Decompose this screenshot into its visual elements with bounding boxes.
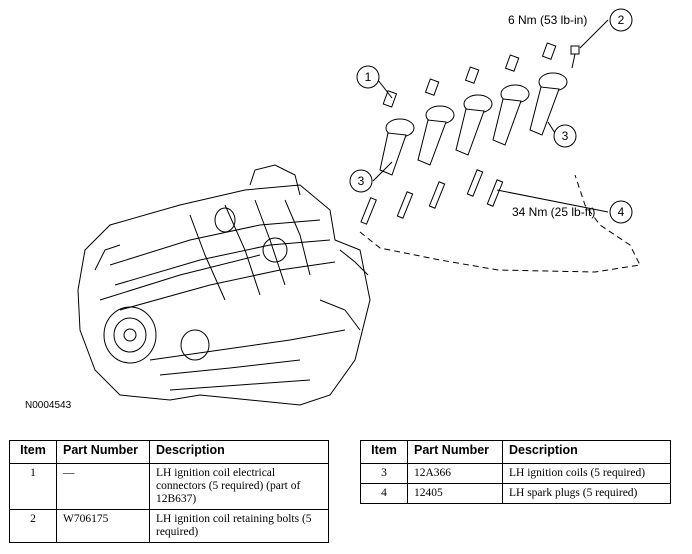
torque-label-plug: 34 Nm (25 lb-ft) [512, 205, 595, 219]
callout-2 [609, 8, 633, 32]
callout-4 [609, 200, 633, 224]
header-item: Item [9, 440, 57, 464]
table-row: 3 12A366 LH ignition coils (5 required) [360, 463, 671, 484]
description-cell: LH ignition coils (5 required) [502, 463, 671, 484]
figure-id: N0004543 [25, 400, 72, 411]
callout-1 [356, 65, 380, 89]
item-cell: 3 [360, 463, 408, 484]
parts-table-right: Item Part Number Description 3 12A366 LH… [360, 440, 671, 504]
part-number-cell: 12405 [407, 483, 503, 504]
ignition-coil-group [360, 42, 580, 225]
header-part-number: Part Number [56, 440, 150, 464]
ignition-coil [360, 90, 415, 225]
header-description: Description [502, 440, 671, 464]
header-part-number: Part Number [407, 440, 503, 464]
callout-circles [349, 8, 633, 224]
callout-number: 3 [562, 129, 569, 143]
engine-illustration [77, 164, 371, 406]
engine-diagram: 1 2 3 3 4 6 Nm (53 lb-in) 34 Nm (25 lb-f… [77, 8, 641, 406]
description-cell: LH ignition coil electrical connectors (… [149, 463, 329, 510]
header-description: Description [149, 440, 329, 464]
wiring-harness-path [359, 174, 641, 273]
coil-retaining-bolt [570, 45, 580, 69]
part-number-cell: 12A366 [407, 463, 503, 484]
description-cell: LH spark plugs (5 required) [502, 483, 671, 504]
ignition-coil [396, 78, 455, 219]
item-cell: 2 [9, 509, 57, 543]
ignition-coil [486, 42, 568, 207]
callout-number: 4 [618, 205, 625, 219]
item-cell: 4 [360, 483, 408, 504]
ignition-coil [428, 66, 493, 209]
table-row: 1 — LH ignition coil electrical connecto… [9, 463, 329, 510]
callout-number: 3 [358, 174, 365, 188]
callout-labels: 1 2 3 3 4 [358, 13, 625, 219]
header-item: Item [360, 440, 408, 464]
description-cell: LH ignition coil retaining bolts (5 requ… [149, 509, 329, 543]
leader-lines [372, 19, 609, 213]
callout-number: 1 [365, 70, 372, 84]
table-row: 4 12405 LH spark plugs (5 required) [360, 483, 671, 504]
table-row: 2 W706175 LH ignition coil retaining bol… [9, 509, 329, 543]
torque-label-bolt: 6 Nm (53 lb-in) [508, 13, 587, 27]
part-number-cell: W706175 [56, 509, 150, 543]
callout-3b [553, 124, 577, 148]
parts-table-left: Item Part Number Description 1 — LH igni… [9, 440, 329, 543]
part-number-cell: — [56, 463, 150, 510]
callout-number: 2 [618, 13, 625, 27]
callout-3a [349, 169, 373, 193]
item-cell: 1 [9, 463, 57, 510]
ignition-coil [466, 54, 530, 197]
